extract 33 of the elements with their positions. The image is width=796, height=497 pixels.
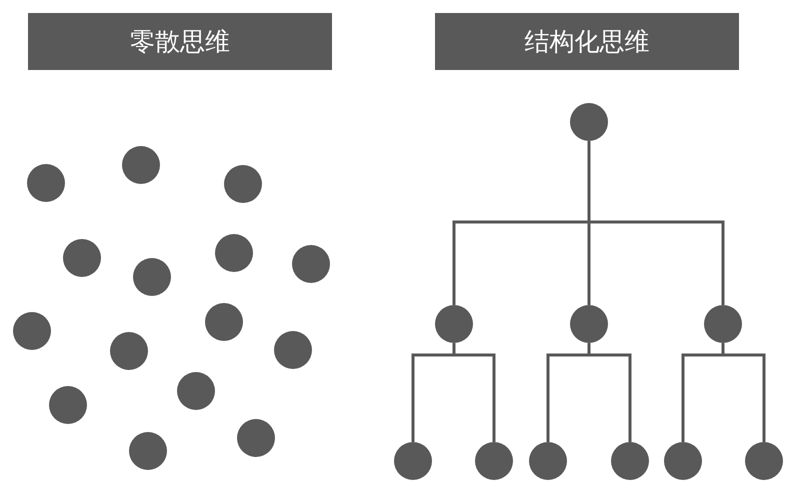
circle-node: [274, 331, 312, 369]
circle-node: [704, 305, 742, 343]
circle-node: [224, 165, 262, 203]
circle-node: [49, 386, 87, 424]
heading-text: 零散思维: [130, 26, 230, 58]
circle-node: [63, 239, 101, 277]
circle-node: [745, 442, 783, 480]
circle-node: [27, 164, 65, 202]
circle-node: [110, 332, 148, 370]
circle-node: [529, 442, 567, 480]
circle-node: [205, 303, 243, 341]
circle-node: [664, 442, 702, 480]
heading-banner: [435, 13, 739, 70]
connector-line: [588, 343, 632, 442]
heading-text: 结构化思维: [524, 26, 650, 58]
circle-node: [177, 372, 215, 410]
connector-line: [722, 343, 766, 442]
circle-node: [122, 146, 160, 184]
circle-node: [292, 245, 330, 283]
connector-line: [452, 343, 496, 442]
circle-node: [129, 432, 167, 470]
heading-banner: [28, 13, 332, 70]
circle-node: [133, 258, 171, 296]
circle-node: [611, 442, 649, 480]
connector-line: [588, 141, 724, 305]
circle-node: [475, 442, 513, 480]
circle-node: [394, 442, 432, 480]
circle-node: [215, 234, 253, 272]
circle-node: [570, 103, 608, 141]
circle-node: [435, 305, 473, 343]
circle-node: [570, 305, 608, 343]
circle-node: [237, 419, 275, 457]
circle-node: [13, 312, 51, 350]
